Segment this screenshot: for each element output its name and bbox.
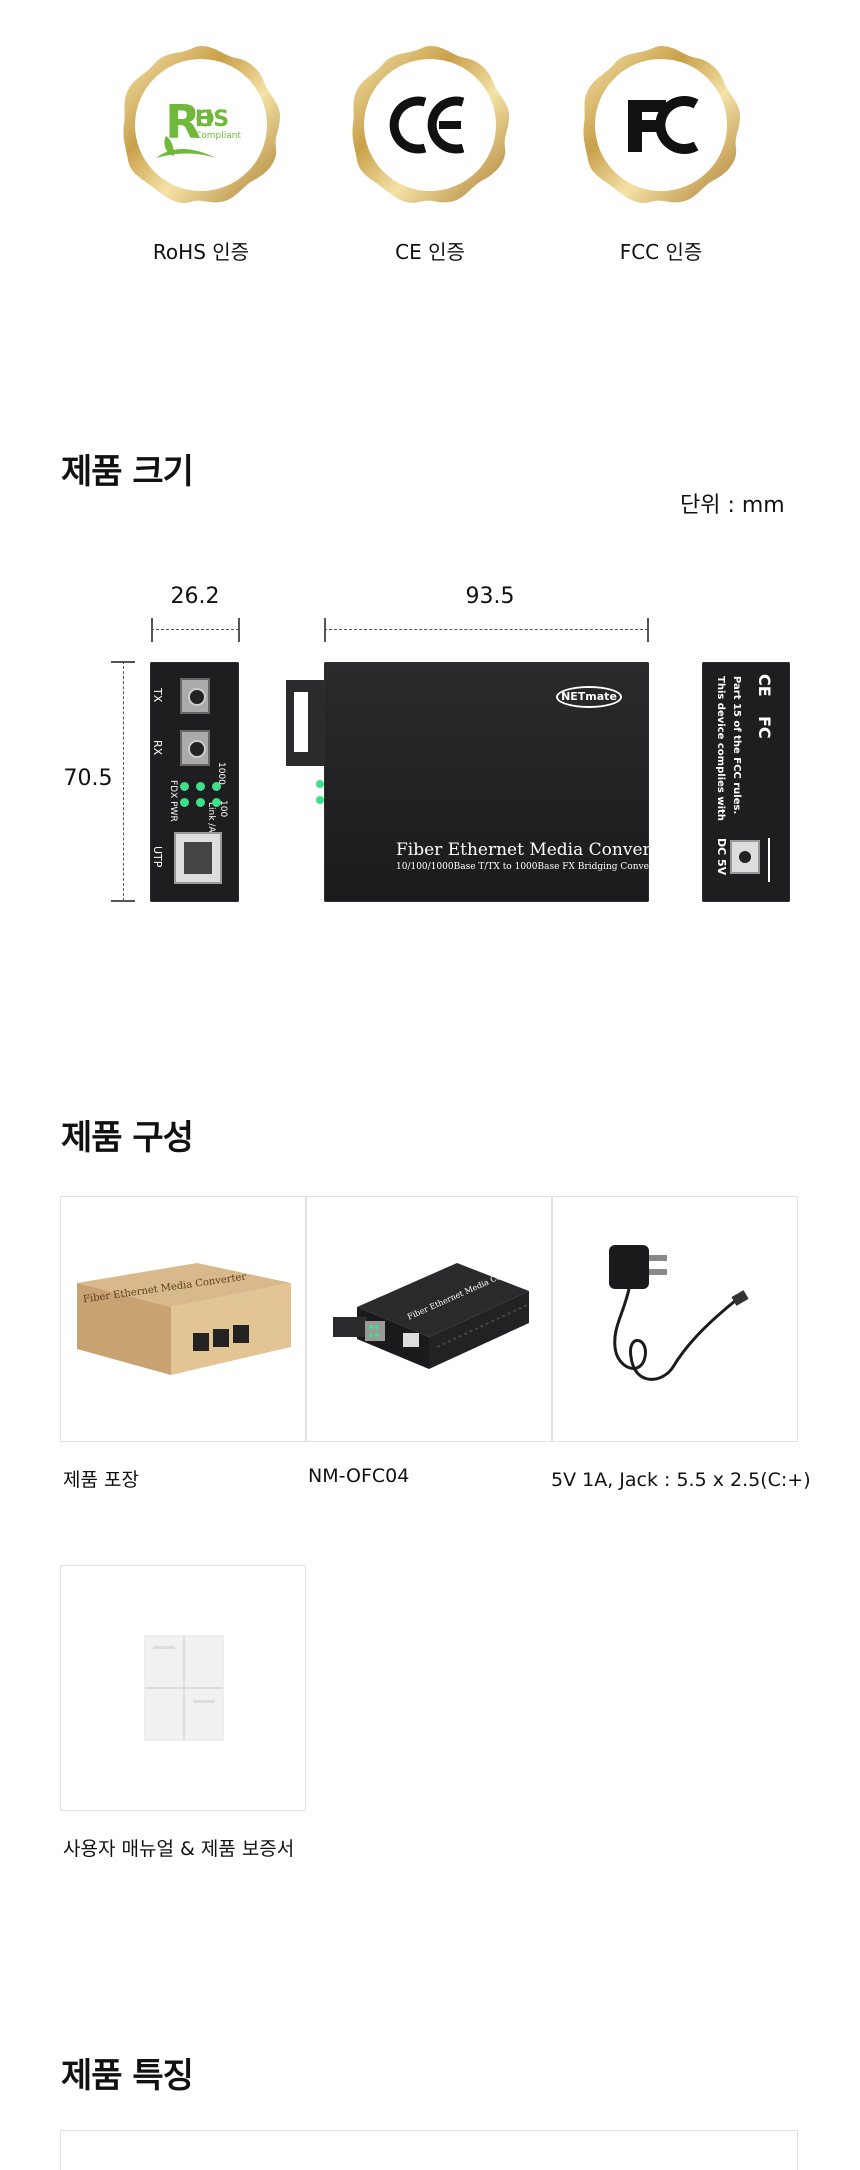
rohs-seal-icon: HS R Compliant bbox=[123, 46, 280, 203]
manual-document-icon bbox=[144, 1635, 224, 1741]
rohs-label: RoHS 인증 bbox=[152, 240, 250, 264]
led bbox=[196, 798, 205, 807]
component-device: Fiber Ethernet Media Converter bbox=[306, 1196, 552, 1442]
height-dimension: 70.5 bbox=[63, 766, 113, 791]
mount-bracket bbox=[286, 680, 326, 766]
side-led bbox=[316, 796, 324, 804]
utp-label: UTP bbox=[151, 846, 164, 868]
sc-port-tx bbox=[180, 678, 210, 714]
top-view: NETmate Fiber Ethernet Media Converter 1… bbox=[324, 662, 676, 902]
component-adapter bbox=[552, 1196, 798, 1442]
length-tick-right bbox=[647, 618, 649, 642]
component-label-package: 제품 포장 bbox=[63, 1469, 139, 1491]
led bbox=[180, 782, 189, 791]
ce-seal-icon bbox=[352, 46, 509, 203]
fcc-seal-icon bbox=[583, 46, 740, 203]
led bbox=[196, 782, 205, 791]
side-led bbox=[316, 780, 324, 788]
component-label-adapter: 5V 1A, Jack : 5.5 x 2.5(C:+) bbox=[551, 1469, 811, 1491]
product-title-print: Fiber Ethernet Media Converter bbox=[396, 840, 676, 860]
width-tick-left bbox=[151, 618, 153, 642]
fcc-compliance-text-2: Part 15 of the FCC rules. bbox=[731, 676, 742, 815]
ce-badge bbox=[345, 40, 515, 210]
svg-text:R: R bbox=[165, 95, 200, 149]
unit-label: 단위 : mm bbox=[680, 493, 785, 518]
component-label-manual: 사용자 매뉴얼 & 제품 보증서 bbox=[63, 1838, 295, 1860]
component-label-device: NM-OFC04 bbox=[308, 1465, 410, 1487]
rx-label: RX bbox=[151, 740, 164, 756]
features-section-title: 제품 특징 bbox=[61, 2056, 194, 2096]
features-content-box bbox=[60, 2130, 798, 2170]
height-dimension-line bbox=[123, 661, 124, 901]
product-subtitle-print: 10/100/1000Base T/TX to 1000Base FX Brid… bbox=[396, 862, 667, 872]
media-converter-icon: Fiber Ethernet Media Converter bbox=[333, 1260, 530, 1369]
netmate-logo: NETmate bbox=[556, 686, 622, 708]
fcc-badge bbox=[576, 40, 746, 210]
led bbox=[212, 782, 221, 791]
polarity-icon bbox=[768, 838, 782, 882]
dc-jack bbox=[730, 840, 760, 874]
length-tick-left bbox=[324, 618, 326, 642]
package-box-icon: Fiber Ethernet Media Converter bbox=[77, 1263, 291, 1375]
led bbox=[212, 798, 221, 807]
tx-label: TX bbox=[151, 688, 164, 703]
rj45-port bbox=[174, 832, 222, 884]
front-panel-view: TX RX 1000 100 Link /Act FDX PWR UTP bbox=[150, 662, 239, 902]
component-package: Fiber Ethernet Media Converter bbox=[60, 1196, 306, 1442]
size-section-title: 제품 크기 bbox=[61, 452, 194, 492]
components-section-title: 제품 구성 bbox=[61, 1118, 194, 1158]
rear-panel-view: This device complies with Part 15 of the… bbox=[702, 662, 790, 902]
led-label-fdx-pwr: FDX PWR bbox=[168, 780, 178, 822]
fcc-compliance-text-1: This device complies with bbox=[715, 676, 726, 821]
svg-text:Compliant: Compliant bbox=[195, 131, 241, 141]
sc-port-rx bbox=[180, 730, 210, 766]
width-dimension: 26.2 bbox=[170, 584, 220, 609]
fc-mark-icon: FC bbox=[755, 716, 774, 739]
rohs-badge: HS R Compliant bbox=[116, 40, 286, 210]
height-tick-top bbox=[111, 661, 135, 663]
length-dimension-line bbox=[324, 629, 648, 630]
component-manual bbox=[60, 1565, 306, 1811]
width-dimension-line bbox=[151, 629, 239, 630]
dc-label: DC 5V bbox=[715, 838, 728, 876]
ce-mark-icon: CE bbox=[755, 674, 774, 697]
width-tick-right bbox=[238, 618, 240, 642]
led bbox=[180, 798, 189, 807]
fcc-label: FCC 인증 bbox=[619, 240, 703, 264]
ce-label: CE 인증 bbox=[395, 240, 465, 264]
length-dimension: 93.5 bbox=[465, 584, 515, 609]
height-tick-bottom bbox=[111, 900, 135, 902]
power-adapter-icon bbox=[609, 1245, 749, 1381]
